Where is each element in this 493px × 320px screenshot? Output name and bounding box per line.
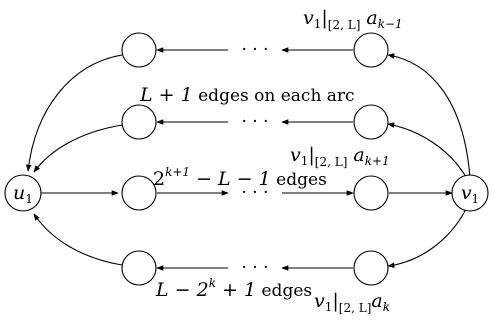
node-top-2 [353,32,389,68]
label-bottom-right: v1|[2, L]ak [314,290,390,315]
edge-bottom-out [33,213,123,266]
node-middle-1 [121,175,157,211]
edge-upper-out [33,124,123,173]
label-top-arc: L + 1 edges on each arc [139,84,355,106]
dots-upper: · · · [241,112,268,132]
edge-upper-in [387,122,467,178]
node-v1-label: v1 [461,182,479,206]
label-bottom: L − 2k + 1 edges [155,276,312,301]
label-upper-right: v1|[2, L]ak+1 [290,144,390,169]
dots-middle: · · · [241,183,268,203]
edge-bottom-in [387,208,467,268]
node-upper-2 [353,104,389,140]
node-u1-label: u1 [13,182,33,206]
label-middle: 2k+1 − L − 1 edges [153,165,327,190]
edge-top-in [387,53,471,179]
label-top-right: v1|[2, L]ak−1 [303,7,403,32]
node-top-1 [121,32,157,68]
node-v1 [451,174,489,212]
node-upper-1 [121,104,157,140]
dots-bottom: · · · [241,258,268,278]
edge-top-out [25,54,123,172]
node-bottom-2 [353,250,389,286]
node-bottom-1 [121,250,157,286]
node-middle-2 [353,175,389,211]
dots-top: · · · [241,40,268,60]
node-u1 [4,174,42,212]
